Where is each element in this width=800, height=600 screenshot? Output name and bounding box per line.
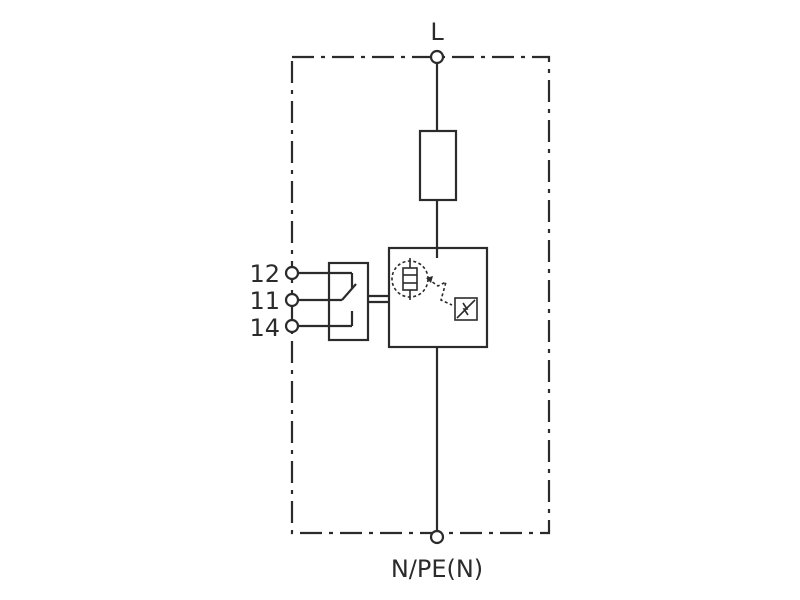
- terminal-12: [284, 265, 300, 281]
- lightning-icon: [462, 302, 469, 316]
- label-11: 11: [249, 287, 280, 315]
- fuse-symbol: [418, 129, 458, 202]
- label-l: L: [430, 18, 444, 46]
- label-n-pe: N/PE(N): [391, 555, 483, 583]
- thermal-link-arrow: [427, 278, 453, 306]
- label-12: 12: [249, 260, 280, 288]
- varistor-symbol: [402, 267, 418, 291]
- terminal-n-pe: [429, 529, 445, 545]
- device-enclosure: [290, 55, 551, 535]
- terminal-14: [284, 318, 300, 334]
- disconnector-indicator: [454, 297, 478, 321]
- switch-blade: [341, 283, 357, 301]
- remote-contact-box: [327, 261, 370, 342]
- terminal-l: [429, 49, 445, 65]
- thermal-arrow-head: [426, 276, 433, 283]
- terminal-11: [284, 292, 300, 308]
- label-14: 14: [249, 314, 280, 342]
